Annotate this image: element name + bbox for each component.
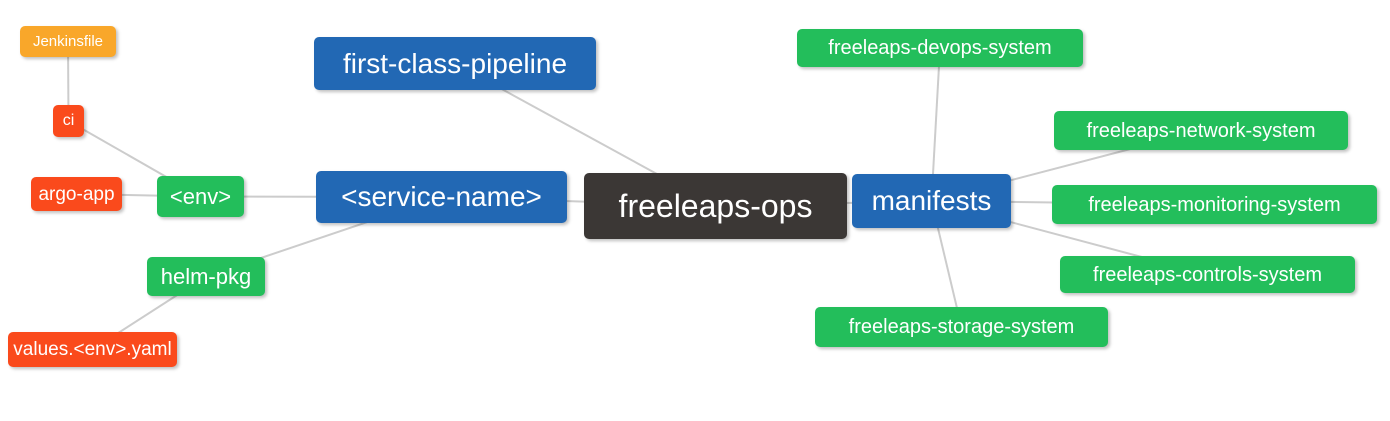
node-jenkinsfile[interactable]: Jenkinsfile [20,26,116,57]
node-helm-pkg[interactable]: helm-pkg [147,257,265,296]
node-manifests[interactable]: manifests [852,174,1011,228]
node-label: ci [62,112,75,129]
node-label: helm-pkg [160,263,252,289]
node-network-system[interactable]: freeleaps-network-system [1054,111,1348,150]
node-storage-system[interactable]: freeleaps-storage-system [815,307,1108,347]
node-label: freeleaps-ops [618,188,813,224]
node-label: <service-name> [341,181,542,212]
node-label: freeleaps-controls-system [1093,263,1322,286]
node-label: first-class-pipeline [342,47,568,79]
node-first-class-pipeline[interactable]: first-class-pipeline [314,37,596,90]
node-monitoring-system[interactable]: freeleaps-monitoring-system [1052,185,1377,224]
node-label: freeleaps-network-system [1086,119,1316,142]
node-devops-system[interactable]: freeleaps-devops-system [797,29,1083,67]
node-label: values.<env>.yaml [13,339,172,360]
node-label: freeleaps-storage-system [848,316,1075,338]
node-label: <env> [169,183,232,209]
node-label: freeleaps-devops-system [828,37,1052,59]
node-label: argo-app [38,183,115,205]
node-values-env-yaml[interactable]: values.<env>.yaml [8,332,177,367]
node-argo-app[interactable]: argo-app [31,177,122,211]
node-label: Jenkinsfile [32,33,104,50]
node-label: manifests [871,185,992,216]
node-label: freeleaps-monitoring-system [1088,193,1341,216]
node-service-name[interactable]: <service-name> [316,171,567,223]
node-controls-system[interactable]: freeleaps-controls-system [1060,256,1355,293]
node-freeleaps-ops[interactable]: freeleaps-ops [584,173,847,239]
node-ci[interactable]: ci [53,105,84,137]
node-env[interactable]: <env> [157,176,244,217]
